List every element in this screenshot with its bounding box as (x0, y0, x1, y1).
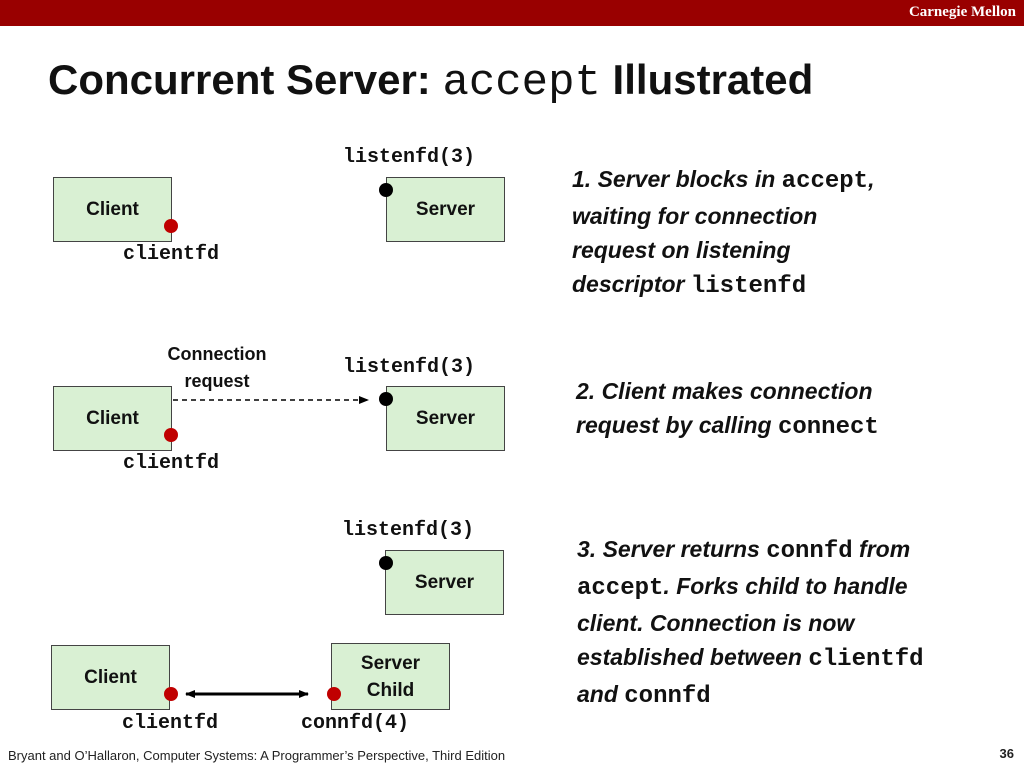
step1-desc-a: 1. Server blocks in (572, 166, 782, 192)
page-number: 36 (999, 746, 1014, 761)
step1-listenfd-dot (379, 183, 393, 197)
step1-desc-line1: 1. Server blocks in accept, (572, 162, 874, 199)
connection-label-line1: Connection (167, 344, 267, 364)
step3-description: 3. Server returns connfd from accept. Fo… (577, 532, 924, 714)
step3-client-box: Client (51, 645, 170, 710)
step3-clientfd-dot (164, 687, 178, 701)
step3-desc-a2: from (852, 536, 911, 562)
connection-label-line2: request (184, 371, 250, 391)
step3-desc-line1: 3. Server returns connfd from (577, 532, 924, 569)
step3-connfd-dot (327, 687, 341, 701)
step1-server-box: Server (386, 177, 505, 242)
step2-desc-line2: request by calling connect (576, 408, 879, 445)
step3-desc-e: and (577, 681, 625, 707)
step1-desc-line3: request on listening (572, 237, 791, 263)
step2-description: 2. Client makes connection request by ca… (576, 374, 879, 445)
title-suffix: Illustrated (600, 56, 814, 103)
step3-desc-line2: accept. Forks child to handle (577, 569, 924, 606)
step3-desc-accept: accept (577, 575, 664, 602)
step2-listenfd-label: listenfd(3) (343, 356, 476, 379)
step1-desc-line2: waiting for connection (572, 203, 818, 229)
step2-client-box: Client (53, 386, 172, 451)
step3-desc-clientfd: clientfd (808, 646, 924, 673)
step3-server-child-box: Server Child (331, 643, 450, 710)
step2-clientfd-label: clientfd (123, 452, 220, 475)
step3-listenfd-dot (379, 556, 393, 570)
step2-server-box: Server (386, 386, 505, 451)
server-child-line1: Server (360, 652, 421, 674)
step3-desc-line3: client. Connection is now (577, 610, 855, 636)
step1-desc-b: , (868, 166, 875, 192)
step3-clientfd-label: clientfd (122, 712, 219, 735)
step3-desc-d: established between (577, 644, 809, 670)
step1-description: 1. Server blocks in accept, waiting for … (572, 162, 874, 304)
step3-server-box: Server (385, 550, 504, 615)
step1-desc-listenfd: listenfd (690, 273, 807, 300)
step2-clientfd-dot (164, 428, 178, 442)
step1-listenfd-label: listenfd(3) (343, 146, 476, 169)
step2-listenfd-dot (379, 392, 393, 406)
step1-desc-e: descriptor (572, 271, 691, 297)
step2-desc-b: request by calling (576, 412, 778, 438)
step1-client-box: Client (53, 177, 172, 242)
header-bar: Carnegie Mellon (0, 0, 1024, 26)
step3-desc-a: 3. Server returns (577, 536, 767, 562)
footer-citation: Bryant and O’Hallaron, Computer Systems:… (8, 748, 506, 763)
server-child-line2: Child (366, 679, 415, 701)
brand-label: Carnegie Mellon (908, 4, 1016, 20)
step3-desc-line5: and connfd (577, 677, 924, 714)
step2-desc-connect: connect (777, 414, 879, 441)
step3-desc-connfd2: connfd (624, 683, 711, 710)
step2-desc-line1: 2. Client makes connection (576, 378, 873, 404)
step1-clientfd-dot (164, 219, 178, 233)
page-title: Concurrent Server: accept Illustrated (48, 56, 813, 108)
step1-desc-line4: descriptor listenfd (572, 267, 874, 304)
step3-desc-line4: established between clientfd (577, 640, 924, 677)
step3-listenfd-label: listenfd(3) (342, 519, 475, 542)
step3-desc-b: . Forks child to handle (663, 573, 908, 599)
title-code: accept (442, 58, 601, 108)
step1-desc-accept: accept (781, 168, 869, 195)
step1-clientfd-label: clientfd (123, 243, 220, 266)
step3-connfd-label: connfd(4) (301, 712, 410, 735)
step3-desc-connfd: connfd (766, 538, 853, 565)
connection-request-label: Connection request (160, 341, 274, 395)
title-prefix: Concurrent Server: (48, 56, 443, 103)
